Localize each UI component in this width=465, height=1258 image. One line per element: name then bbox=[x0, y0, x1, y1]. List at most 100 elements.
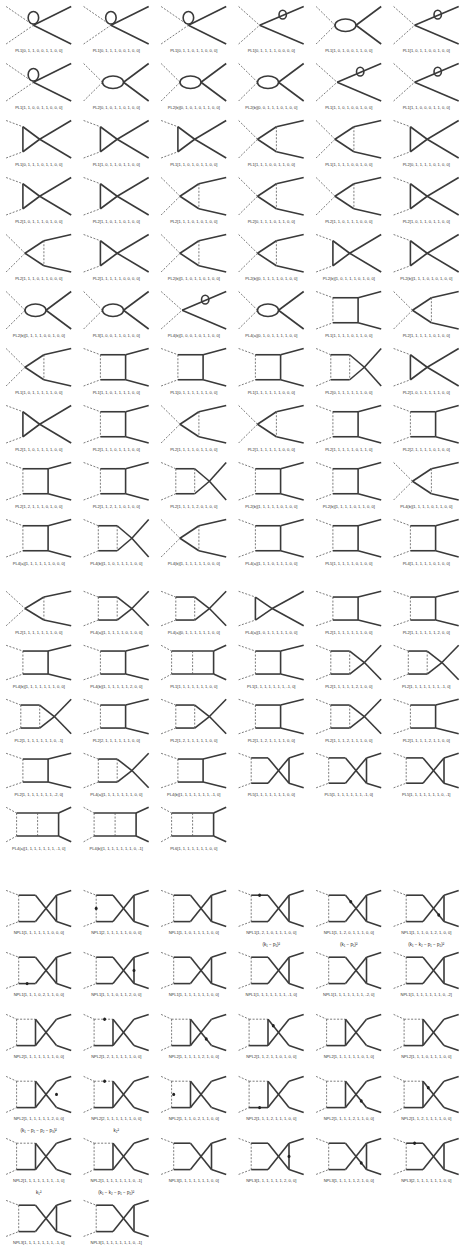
massive-line bbox=[203, 782, 226, 788]
scalar-line bbox=[194, 597, 195, 620]
feynman-diagram bbox=[84, 64, 149, 102]
integral-label: NPL1[1, 1, 1, 1, 1, 1, 1, 0, 0] bbox=[169, 993, 219, 997]
scalar-line bbox=[394, 620, 411, 626]
massive-line bbox=[214, 674, 227, 680]
massive-line bbox=[209, 717, 226, 734]
integral-label: NPL2[2, 1, 1, 1, 1, 1, 1, 0, 0] bbox=[91, 1117, 141, 1121]
massive-line bbox=[23, 127, 40, 140]
massive-line bbox=[289, 753, 304, 758]
massive-line bbox=[113, 1143, 134, 1169]
feynman-diagram bbox=[84, 890, 149, 926]
massive-line bbox=[56, 1014, 71, 1019]
feynman-diagram bbox=[6, 1138, 71, 1174]
massive-line bbox=[366, 1143, 368, 1169]
massive-line bbox=[366, 895, 368, 921]
scalar-line bbox=[161, 463, 176, 469]
massive-line bbox=[358, 591, 381, 597]
massive-line bbox=[178, 379, 203, 381]
massive-line bbox=[23, 758, 48, 760]
scalar-line bbox=[6, 152, 23, 158]
massive-line bbox=[126, 699, 149, 705]
scalar-line bbox=[18, 957, 19, 983]
scalar-line bbox=[16, 1081, 17, 1107]
massive-line bbox=[211, 1143, 213, 1169]
massive-line bbox=[98, 525, 117, 527]
scalar-line bbox=[84, 952, 97, 957]
massive-line bbox=[345, 1081, 347, 1107]
massive-line bbox=[199, 551, 226, 557]
feynman-diagram bbox=[161, 1138, 226, 1174]
scalar-line bbox=[84, 728, 101, 734]
massive-line bbox=[281, 551, 304, 557]
massive-line bbox=[180, 253, 199, 266]
massive-line bbox=[134, 1076, 149, 1081]
massive-line bbox=[136, 836, 149, 842]
integral-label: PL1[1, 1, 0, 1, 0, 0, 1, 0, 0] bbox=[325, 106, 372, 110]
massive-line bbox=[190, 1081, 192, 1107]
massive-line bbox=[436, 520, 459, 526]
massive-line bbox=[100, 468, 125, 470]
massive-line bbox=[126, 494, 149, 500]
massive-line bbox=[423, 895, 444, 921]
bubble-line bbox=[335, 19, 356, 32]
massive-line bbox=[358, 494, 381, 500]
scalar-line bbox=[175, 597, 176, 620]
feynman-diagram bbox=[84, 807, 149, 842]
scalar-line bbox=[239, 178, 258, 197]
massive-line bbox=[367, 1170, 382, 1175]
massive-line bbox=[354, 152, 381, 158]
scalar-line bbox=[84, 1076, 95, 1081]
massive-line bbox=[367, 1138, 382, 1143]
scalar-line bbox=[84, 152, 101, 158]
integral-label: NPL3[1, 1, 1, 1, 1, 1, 1, 0, 0] bbox=[169, 1179, 219, 1183]
massive-line bbox=[289, 952, 304, 957]
massive-line bbox=[47, 526, 49, 551]
feynman-diagram bbox=[394, 7, 459, 45]
scalar-line bbox=[251, 895, 252, 921]
scalar-line bbox=[249, 1019, 268, 1020]
feynman-diagram bbox=[84, 235, 149, 273]
massive-line bbox=[180, 241, 199, 254]
scalar-line bbox=[410, 705, 411, 728]
feynman-diagram bbox=[84, 292, 149, 330]
massive-line bbox=[444, 984, 459, 989]
integral-label: PL4(b)[1, 1, 1, 1, 1, 1, 1, -1, 0] bbox=[167, 793, 220, 797]
scalar-line bbox=[173, 895, 174, 921]
scalar-line bbox=[84, 406, 101, 412]
massive-line bbox=[201, 82, 226, 101]
integral-label: PL2[0, 1, 0, 1, 1, 0, 1, 0, 0] bbox=[93, 106, 140, 110]
massive-line bbox=[276, 406, 303, 412]
scalar-line bbox=[94, 1143, 113, 1144]
massive-line bbox=[329, 956, 346, 958]
scalar-line bbox=[394, 520, 411, 526]
massive-line bbox=[358, 620, 381, 626]
feynman-diagram bbox=[6, 952, 71, 988]
massive-line bbox=[331, 727, 350, 729]
massive-line bbox=[444, 1170, 459, 1175]
scalar-line bbox=[328, 758, 329, 783]
massive-line bbox=[48, 494, 71, 500]
propagator-dot bbox=[172, 1093, 175, 1096]
scalar-line bbox=[239, 82, 258, 101]
massive-line bbox=[255, 650, 280, 652]
loop-line bbox=[357, 67, 364, 76]
massive-line bbox=[100, 139, 117, 152]
massive-line bbox=[113, 1143, 134, 1169]
massive-line bbox=[23, 424, 40, 437]
massive-line bbox=[268, 1081, 289, 1107]
massive-line bbox=[410, 241, 427, 254]
feynman-diagram bbox=[6, 699, 71, 734]
massive-line bbox=[117, 609, 132, 621]
massive-line bbox=[410, 525, 435, 527]
massive-line bbox=[23, 139, 40, 152]
massive-line bbox=[48, 782, 71, 788]
massive-line bbox=[427, 121, 459, 140]
massive-line bbox=[427, 253, 459, 272]
scalar-line bbox=[239, 64, 258, 83]
massive-line bbox=[36, 1081, 57, 1107]
scalar-line bbox=[84, 349, 101, 355]
massive-line bbox=[258, 127, 277, 140]
massive-line bbox=[35, 1143, 37, 1169]
scalar-line bbox=[316, 266, 333, 272]
scalar-line bbox=[100, 651, 101, 674]
